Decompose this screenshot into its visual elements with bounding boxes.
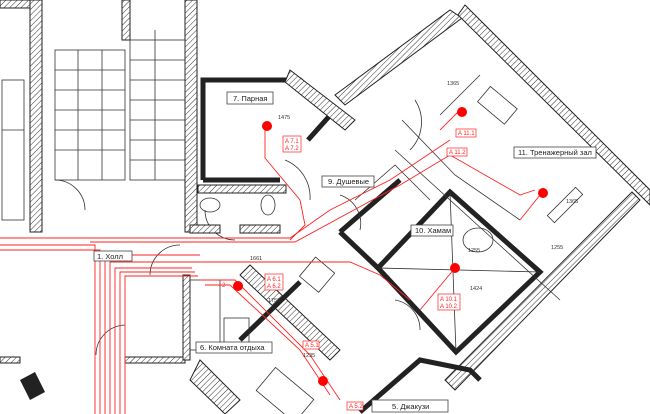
tag-a5-2: A 5.2 <box>346 401 364 411</box>
dimension: 1255 <box>468 248 480 254</box>
tag-a7: A 7.1A 7.2 <box>282 135 302 153</box>
dimension: 1424 <box>470 286 482 292</box>
svg-text:A 6.1: A 6.1 <box>267 277 281 283</box>
tag-a6: A 6.1A 6.2 <box>264 273 284 291</box>
svg-text:10. Хамам: 10. Хамам <box>415 226 451 235</box>
label-jacuzzi: 5. Джакузи <box>371 399 449 413</box>
light-point <box>450 263 460 273</box>
light-point <box>457 107 467 117</box>
svg-text:A 7.2: A 7.2 <box>285 146 299 152</box>
svg-text:9. Душевые: 9. Душевые <box>328 177 369 186</box>
svg-text:11. Тренажерный зал: 11. Тренажерный зал <box>518 148 592 157</box>
label-hall: 1. Холл <box>93 250 133 262</box>
tag-a11-2: A 11.2 <box>446 147 468 157</box>
dimension: 1475 <box>278 115 290 121</box>
dimension: 1255 <box>551 245 563 251</box>
diagonal-wing <box>189 4 650 414</box>
svg-text:A 11.1: A 11.1 <box>458 131 475 137</box>
svg-text:A 11.2: A 11.2 <box>449 150 466 156</box>
light-point <box>262 121 272 131</box>
svg-text:5. Джакузи: 5. Джакузи <box>392 402 429 411</box>
marker-2: 2 <box>222 283 226 289</box>
tag-a11-1: A 11.1 <box>455 128 477 138</box>
label-sauna: 7. Парная <box>226 91 274 105</box>
dimension: 1750 <box>268 298 280 304</box>
svg-text:6. Комната отдыха: 6. Комната отдыха <box>200 343 265 352</box>
svg-text:A 6.2: A 6.2 <box>267 284 281 290</box>
light-point <box>233 281 243 291</box>
label-showers: 9. Душевые <box>321 175 375 188</box>
dimension: 1661 <box>250 256 262 262</box>
label-hamam: 10. Хамам <box>410 224 454 237</box>
dimension: 1235 <box>303 353 315 359</box>
svg-text:A 10.2: A 10.2 <box>440 304 458 310</box>
svg-text:A 10.1: A 10.1 <box>440 297 458 303</box>
svg-text:A 5.1: A 5.1 <box>305 343 319 349</box>
svg-text:A 5.2: A 5.2 <box>349 404 363 410</box>
tag-a10: A 10.1A 10.2 <box>437 293 461 311</box>
light-points <box>233 107 548 386</box>
hall-area <box>0 244 336 414</box>
dimension: 1365 <box>447 81 459 87</box>
svg-text:1. Холл: 1. Холл <box>97 252 123 261</box>
staircase <box>0 0 198 233</box>
label-gym: 11. Тренажерный зал <box>513 146 597 159</box>
svg-text:A 7.1: A 7.1 <box>285 139 299 145</box>
light-point <box>538 188 548 198</box>
svg-text:7. Парная: 7. Парная <box>233 94 267 103</box>
label-rest-room: 6. Комната отдыха <box>195 341 273 354</box>
dimension: 1365 <box>566 199 578 205</box>
tag-a5-1: A 5.1 <box>302 340 320 350</box>
light-point <box>318 376 328 386</box>
